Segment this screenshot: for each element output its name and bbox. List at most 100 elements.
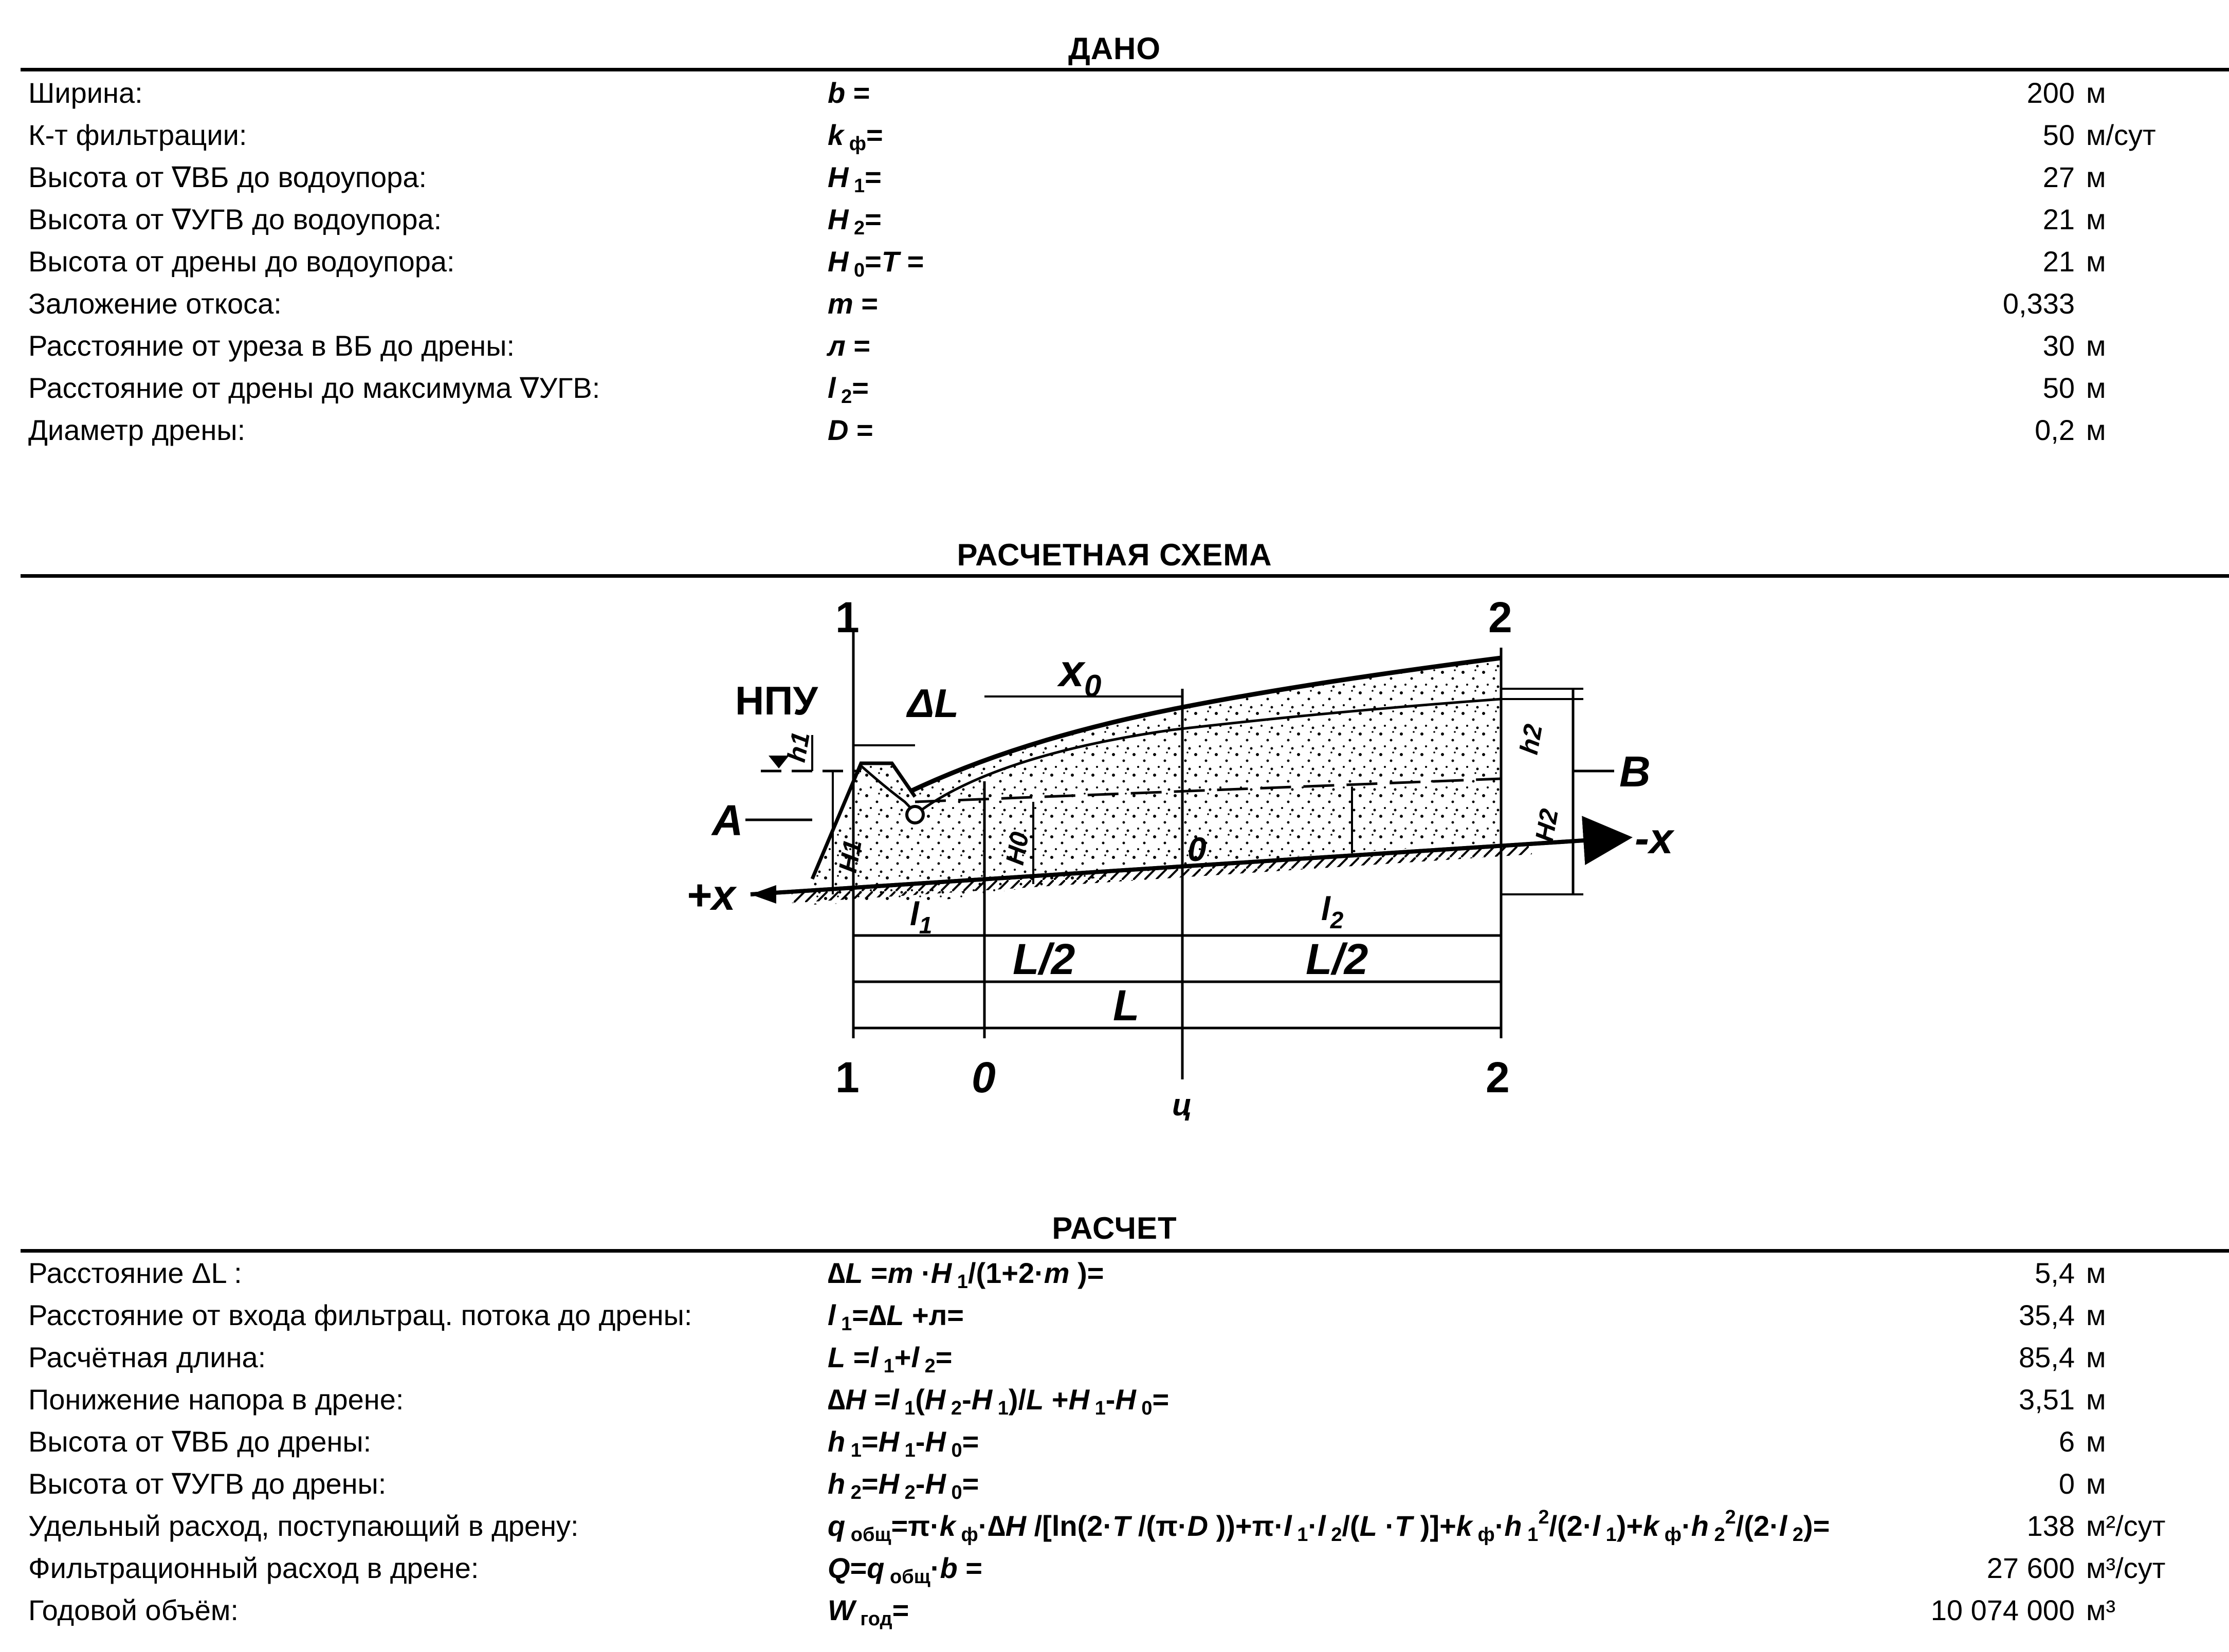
given-row-width: Ширина: b = 200 м — [0, 72, 2229, 114]
row-label: Годовой объём: — [28, 1594, 239, 1626]
scheme-rule — [21, 574, 2229, 578]
row-formula: b = — [828, 77, 870, 109]
L-label: L — [1113, 981, 1139, 1030]
row-value: 0 — [2058, 1467, 2075, 1500]
given-row-H0: Высота от дрены до водоупора: H 0=T = 21… — [0, 241, 2229, 283]
L-half-right-label: L/2 — [1306, 935, 1368, 983]
H1-label: H1 — [833, 837, 867, 875]
l1-label: l1 — [910, 895, 932, 939]
row-formula: h 1=H 1-H 0= — [828, 1425, 979, 1461]
row-formula: k ф= — [828, 119, 883, 155]
row-label: Высота от ∇УГВ до водоупора: — [28, 203, 442, 235]
given-row-l2: Расстояние от дрены до максимума ∇УГВ: l… — [0, 367, 2229, 409]
row-value: 50 — [2042, 119, 2075, 151]
row-value: 21 — [2042, 245, 2075, 278]
row-unit: м — [2086, 372, 2106, 404]
row-value: 30 — [2042, 329, 2075, 362]
row-label: Ширина: — [28, 77, 143, 109]
row-label: Высота от ∇ВБ до дрены: — [28, 1425, 372, 1458]
row-value: 85,4 — [2019, 1341, 2075, 1373]
row-formula: л = — [828, 329, 871, 362]
row-unit: м — [2086, 1257, 2106, 1289]
calc-rule — [21, 1249, 2229, 1253]
given-title: ДАНО — [1068, 31, 1161, 66]
row-unit: м — [2086, 414, 2106, 446]
section-2-bottom-label: 2 — [1486, 1053, 1510, 1102]
given-row-kf: К-т фильтрации: k ф= 50 м/сут — [0, 114, 2229, 156]
row-value: 0,2 — [2035, 414, 2075, 446]
row-label: Высота от дрены до водоупора: — [28, 245, 455, 278]
row-formula: m = — [828, 287, 879, 320]
calc-row-dL: Расстояние ΔL : ∆L =m ·H 1/(1+2·m )= 5,4… — [0, 1252, 2229, 1294]
given-row-D: Диаметр дрены: D = 0,2 м — [0, 409, 2229, 451]
ground-surface — [909, 655, 1502, 794]
row-formula: H 2= — [828, 203, 882, 239]
row-unit: м — [2086, 1425, 2106, 1458]
section-1-top-label: 1 — [835, 593, 860, 641]
calc-row-q: Удельный расход, поступающий в дрену: q … — [0, 1505, 2229, 1547]
dL-label: ΔL — [906, 681, 959, 726]
section-2-top-label: 2 — [1488, 593, 1512, 641]
given-row-H1: Высота от ∇ВБ до водоупора: H 1= 27 м — [0, 156, 2229, 198]
row-formula: h 2=H 2-H 0= — [828, 1467, 979, 1503]
row-formula: l 1=∆L +л= — [828, 1299, 964, 1335]
row-formula: l 2= — [828, 372, 869, 408]
embankment-outline — [810, 761, 917, 880]
row-label: Фильтрационный расход в дрене: — [28, 1552, 479, 1584]
row-unit: м — [2086, 1341, 2106, 1373]
drain-pipe — [905, 805, 925, 824]
row-unit: м — [2086, 329, 2106, 362]
plus-x-arrowhead — [751, 885, 776, 904]
row-label: Удельный расход, поступающий в дрену: — [28, 1510, 579, 1542]
row-value: 5,4 — [2035, 1257, 2075, 1289]
zero-mid-label: 0 — [1187, 830, 1207, 868]
row-unit: м³/сут — [2086, 1552, 2166, 1584]
L-half-left-label: L/2 — [1013, 935, 1075, 983]
row-label: Понижение напора в дрене: — [28, 1383, 404, 1416]
row-value: 10 074 000 — [1930, 1594, 2075, 1626]
calc-row-L: Расчётная длина: L =l 1+l 2= 85,4 м — [0, 1336, 2229, 1379]
row-label: Диаметр дрены: — [28, 414, 246, 446]
row-unit: м — [2086, 245, 2106, 278]
calc-row-l1: Расстояние от входа фильтрац. потока до … — [0, 1294, 2229, 1336]
H2-label: H2 — [1530, 806, 1564, 844]
h1-label: h1 — [782, 730, 815, 764]
npu-label: НПУ — [735, 678, 818, 723]
row-formula: D = — [828, 414, 873, 446]
row-value: 27 — [2042, 161, 2075, 193]
row-unit: м — [2086, 77, 2106, 109]
scheme-title: РАСЧЕТНАЯ СХЕМА — [957, 538, 1272, 572]
row-value: 6 — [2058, 1425, 2075, 1458]
row-label: Расстояние от дрены до максимума ∇УГВ: — [28, 372, 600, 404]
design-scheme-diagram: 1 2 НПУ ΔL x0 B A -x +x 0 l1 l2 L/2 L/2 … — [686, 593, 1675, 1121]
row-formula: Q=q общ·b = — [828, 1552, 982, 1588]
row-value: 21 — [2042, 203, 2075, 235]
calc-row-W: Годовой объём: W год= 10 074 000 м³ — [0, 1589, 2229, 1631]
l2-label: l2 — [1321, 890, 1344, 933]
row-label: Расстояние от уреза в ВБ до дрены: — [28, 329, 515, 362]
row-unit: м²/сут — [2086, 1510, 2166, 1542]
given-rule — [21, 68, 2229, 71]
row-unit: м — [2086, 1467, 2106, 1500]
section-0-bottom-label: 0 — [972, 1053, 996, 1102]
given-row-H2: Высота от ∇УГВ до водоупора: H 2= 21 м — [0, 198, 2229, 241]
row-label: Высота от ∇ВБ до водоупора: — [28, 161, 427, 193]
calc-row-dH: Понижение напора в дрене: ∆H =l 1(H 2-H … — [0, 1379, 2229, 1421]
c-mark-label: ц — [1172, 1088, 1192, 1121]
x0-label: x0 — [1057, 645, 1101, 703]
row-value: 27 600 — [1986, 1552, 2075, 1584]
row-unit: м/сут — [2086, 119, 2156, 151]
row-formula: L =l 1+l 2= — [828, 1341, 953, 1377]
row-value: 0,333 — [2002, 287, 2075, 320]
section-1-bottom-label: 1 — [835, 1053, 860, 1102]
calc-row-h1: Высота от ∇ВБ до дрены: h 1=H 1-H 0= 6 м — [0, 1421, 2229, 1463]
row-value: 200 — [2026, 77, 2075, 109]
row-value: 3,51 — [2019, 1383, 2075, 1416]
A-label: A — [711, 796, 743, 845]
groundwater-dashed — [915, 777, 1502, 803]
B-label: B — [1619, 747, 1651, 796]
row-unit: м — [2086, 161, 2106, 193]
calc-row-h2: Высота от ∇УГВ до дрены: h 2=H 2-H 0= 0 … — [0, 1463, 2229, 1505]
row-formula: W год= — [828, 1594, 909, 1630]
row-label: Заложение откоса: — [28, 287, 282, 320]
